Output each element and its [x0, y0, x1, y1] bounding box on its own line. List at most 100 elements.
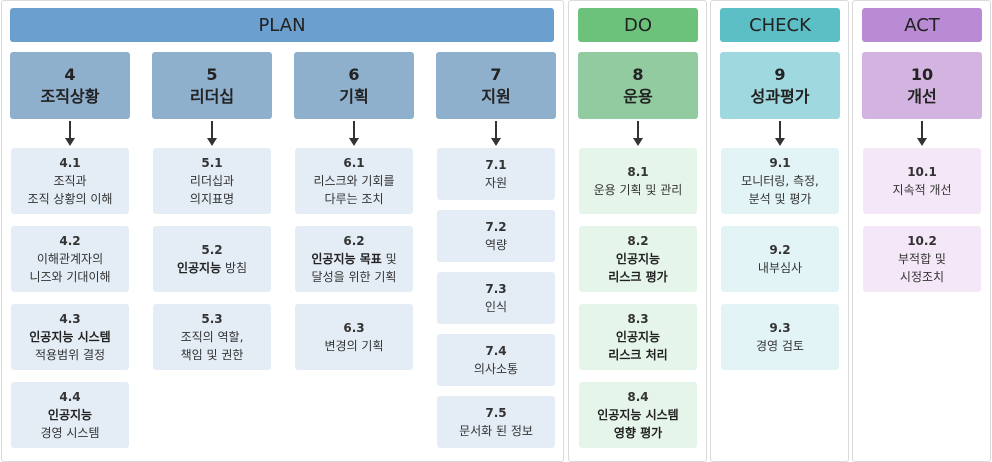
phase-header-act: ACT	[862, 8, 982, 42]
item-text-bold: 인공지능	[615, 252, 661, 266]
item-text-bold: 인공지능	[615, 330, 661, 344]
item-5-3: 5.3 조직의 역할, 책임 및 권한	[153, 304, 271, 370]
item-text: 책임 및 권한	[180, 348, 244, 362]
item-text: 경영 검토	[756, 339, 804, 353]
item-number: 7.4	[485, 344, 507, 358]
item-text-bold: 인공지능 시스템	[597, 408, 679, 422]
item-number: 8.4	[627, 390, 649, 404]
item-number: 4.3	[59, 312, 81, 326]
item-9-1: 9.1 모니터링, 측정, 분석 및 평가	[721, 148, 839, 214]
section-number: 5	[206, 64, 218, 84]
item-6-1: 6.1 리스크와 기회를 다루는 조치	[295, 148, 413, 214]
item-number: 9.3	[769, 321, 791, 335]
item-number: 6.1	[343, 156, 365, 170]
item-7-3: 7.3 인식	[437, 272, 555, 324]
item-5-1: 5.1 리더십과 의지표명	[153, 148, 271, 214]
section-number: 10	[910, 64, 934, 84]
item-text: 인공지능 목표 및	[311, 250, 396, 268]
item-text: 이해관계자의	[36, 252, 104, 266]
item-text: 니즈와 기대이해	[29, 270, 111, 284]
item-7-4: 7.4 의사소통	[437, 334, 555, 386]
item-4-1: 4.1 조직과 조직 상황의 이해	[11, 148, 129, 214]
down-arrow-icon	[349, 121, 359, 147]
section-title: 기획	[339, 86, 369, 106]
item-text: 인공지능 방침	[177, 259, 247, 277]
item-number: 7.1	[485, 158, 507, 172]
section-10: 10 개선	[862, 52, 982, 119]
item-text: 문서화 된 정보	[459, 424, 533, 438]
phase-header-plan: PLAN	[10, 8, 554, 42]
item-5-2: 5.2 인공지능 방침	[153, 226, 271, 292]
item-number: 10.2	[907, 234, 937, 248]
down-arrow-icon	[775, 121, 785, 147]
section-5: 5 리더십	[152, 52, 272, 119]
item-text: 적용범위 결정	[34, 348, 106, 362]
item-text: 역량	[484, 238, 508, 252]
item-9-2: 9.2 내부심사	[721, 226, 839, 292]
item-text-bold: 리스크 처리	[608, 348, 668, 362]
item-text: 모니터링, 측정,	[741, 174, 819, 188]
section-number: 8	[632, 64, 644, 84]
item-text: 지속적 개선	[892, 183, 952, 197]
item-number: 6.2	[343, 234, 365, 248]
item-6-3: 6.3 변경의 기획	[295, 304, 413, 370]
item-text-rest: 및	[381, 252, 397, 266]
item-text-bold: 인공지능	[176, 261, 222, 275]
item-4-4: 4.4 인공지능 경영 시스템	[11, 382, 129, 448]
item-4-2: 4.2 이해관계자의 니즈와 기대이해	[11, 226, 129, 292]
section-title: 조직상황	[40, 86, 100, 106]
item-text: 운용 기획 및 관리	[593, 183, 683, 197]
section-number: 4	[64, 64, 76, 84]
section-title: 성과평가	[750, 86, 810, 106]
phase-header-check: CHECK	[720, 8, 840, 42]
item-text: 변경의 기획	[324, 339, 384, 353]
item-text: 시정조치	[899, 270, 945, 284]
section-9: 9 성과평가	[720, 52, 840, 119]
down-arrow-icon	[633, 121, 643, 147]
item-text: 의사소통	[473, 362, 519, 376]
item-text-bold: 리스크 평가	[608, 270, 668, 284]
item-text: 다루는 조치	[324, 192, 384, 206]
item-10-1: 10.1 지속적 개선	[863, 148, 981, 214]
item-text-rest: 방침	[221, 261, 248, 275]
item-text-bold: 인공지능 시스템	[29, 330, 111, 344]
item-number: 5.2	[201, 243, 223, 257]
down-arrow-icon	[917, 121, 927, 147]
item-10-2: 10.2 부적합 및 시정조치	[863, 226, 981, 292]
item-7-2: 7.2 역량	[437, 210, 555, 262]
section-number: 9	[774, 64, 786, 84]
item-number: 4.2	[59, 234, 81, 248]
section-6: 6 기획	[294, 52, 414, 119]
item-7-5: 7.5 문서화 된 정보	[437, 396, 555, 448]
item-text: 자원	[484, 176, 508, 190]
item-number: 8.2	[627, 234, 649, 248]
down-arrow-icon	[65, 121, 75, 147]
item-6-2: 6.2 인공지능 목표 및 달성을 위한 기획	[295, 226, 413, 292]
item-number: 7.5	[485, 406, 507, 420]
item-text: 인식	[484, 300, 508, 314]
item-number: 4.1	[59, 156, 81, 170]
item-text: 경영 시스템	[40, 426, 100, 440]
item-number: 5.3	[201, 312, 223, 326]
section-8: 8 운용	[578, 52, 698, 119]
item-number: 7.3	[485, 282, 507, 296]
item-number: 9.2	[769, 243, 791, 257]
section-7: 7 지원	[436, 52, 556, 119]
item-4-3: 4.3 인공지능 시스템 적용범위 결정	[11, 304, 129, 370]
item-text: 내부심사	[757, 261, 803, 275]
item-7-1: 7.1 자원	[437, 148, 555, 200]
item-number: 5.1	[201, 156, 223, 170]
section-title: 개선	[907, 86, 937, 106]
item-text: 리더십과	[189, 174, 235, 188]
section-number: 7	[490, 64, 502, 84]
down-arrow-icon	[207, 121, 217, 147]
item-number: 9.1	[769, 156, 791, 170]
item-9-3: 9.3 경영 검토	[721, 304, 839, 370]
item-number: 8.3	[627, 312, 649, 326]
section-title: 지원	[481, 86, 511, 106]
item-number: 10.1	[907, 165, 937, 179]
section-title: 운용	[623, 86, 653, 106]
item-8-3: 8.3 인공지능 리스크 처리	[579, 304, 697, 370]
item-text: 분석 및 평가	[748, 192, 812, 206]
phase-header-do: DO	[578, 8, 698, 42]
